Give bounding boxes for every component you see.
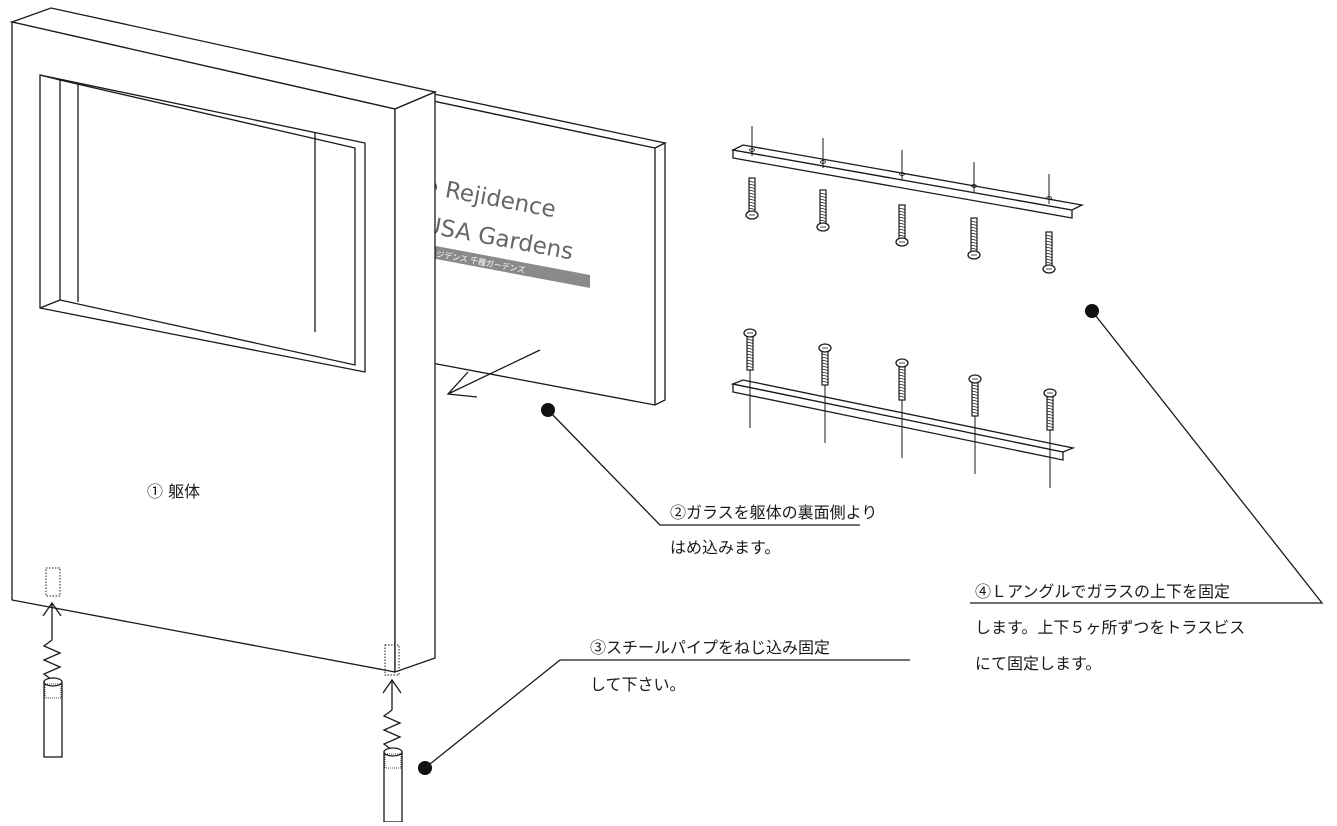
label-step2-line1: ②ガラスを躯体の裏面側より [670, 503, 877, 522]
upper-screws [745, 126, 1056, 274]
callout-step2 [541, 403, 860, 526]
truss-screw-icon [1042, 231, 1056, 274]
sign-band [420, 243, 590, 288]
truss-screw-icon [816, 189, 830, 232]
label-step4-line1: ④Ｌアングルでガラスの上下を固定 [975, 582, 1230, 601]
label-step2-line2: はめ込みます。 [670, 538, 780, 557]
glass-panel: e Rejidence USA Gardens レジデンス 千種ガーデンズ [403, 89, 667, 406]
truss-screw-icon [895, 358, 909, 401]
callout-step4 [970, 304, 1324, 604]
lower-screws [743, 328, 1057, 488]
label-step3-line2: して下さい。 [590, 675, 686, 694]
truss-screw-icon [1043, 388, 1057, 431]
label-step4-line3: にて固定します。 [975, 654, 1101, 673]
insert-arrow-icon [446, 349, 541, 398]
label-step4-line2: します。上下５ヶ所ずつをトラスビス [975, 618, 1245, 637]
left-pipe-assembly [42, 567, 63, 758]
label-body: ① 躯体 [147, 482, 200, 501]
truss-screw-icon [745, 177, 759, 220]
right-pipe-assembly [382, 644, 403, 823]
frame-body [9, 7, 438, 673]
upper-l-angle [730, 126, 1085, 274]
truss-screw-icon [895, 204, 909, 247]
truss-screw-icon [743, 328, 757, 371]
truss-screw-icon [968, 374, 982, 417]
label-step3-line1: ③スチールパイプをねじ込み固定 [590, 638, 830, 657]
truss-screw-icon [967, 217, 981, 260]
callout-step3 [418, 659, 910, 775]
truss-screw-icon [818, 343, 832, 386]
lower-l-angle [730, 328, 1076, 488]
